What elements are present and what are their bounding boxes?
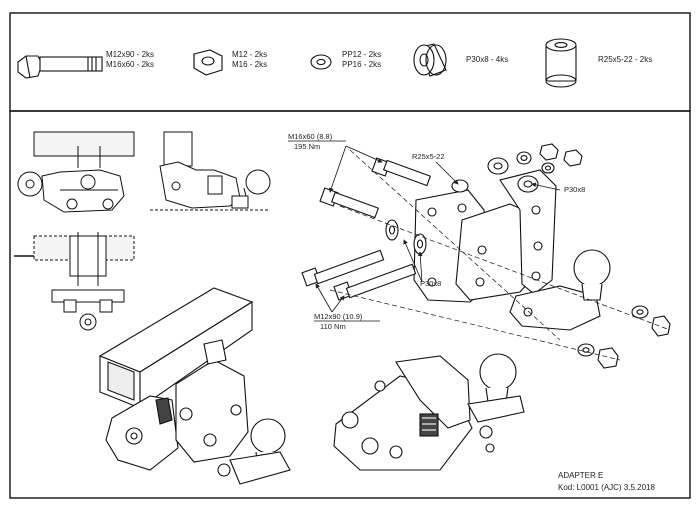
part-spacer-p30-line1: P30x8 - 4ks (466, 55, 508, 64)
svg-text:R25x5-22: R25x5-22 (412, 152, 445, 161)
bolt-icon (17, 55, 103, 79)
isometric-bracket-view (333, 353, 525, 471)
svg-text:M12 - 2ks: M12 - 2ks (232, 50, 267, 59)
callout-spacer-p30-right: P30x8 (564, 185, 585, 194)
plan-view (14, 232, 135, 331)
svg-text:M12x90 - 2ks: M12x90 - 2ks (106, 50, 154, 59)
part-spacer-r25-line1: R25x5-22 - 2ks (598, 55, 652, 64)
svg-text:R25x5-22 - 2ks: R25x5-22 - 2ks (598, 55, 652, 64)
svg-text:195 Nm: 195 Nm (294, 142, 320, 151)
footer-code: Kod: L0001 (AJC) 3.5.2018 (558, 483, 656, 492)
svg-text:M16 - 2ks: M16 - 2ks (232, 60, 267, 69)
svg-text:P30x8: P30x8 (564, 185, 585, 194)
svg-text:110 Nm: 110 Nm (320, 322, 346, 331)
svg-text:PP16 - 2ks: PP16 - 2ks (342, 60, 381, 69)
svg-text:PP12 - 2ks: PP12 - 2ks (342, 50, 381, 59)
callout-spacer-r25: R25x5-22 (412, 152, 445, 161)
svg-text:M16x60 (8.8): M16x60 (8.8) (288, 132, 333, 141)
part-nut-line2: M16 - 2ks (232, 60, 267, 69)
footer-title: ADAPTER E (558, 471, 603, 480)
callout-torque-bottom: 110 Nm (320, 322, 346, 331)
part-washer-line1: PP12 - 2ks (342, 50, 381, 59)
svg-text:Kod: L0001 (AJC) 3.5.2018: Kod: L0001 (AJC) 3.5.2018 (558, 483, 656, 492)
callout-spacer-p30-mid: P30x8 (420, 279, 441, 288)
svg-text:ADAPTER E: ADAPTER E (558, 471, 603, 480)
side-view-top (17, 131, 135, 213)
spacer-p30-icon (413, 43, 447, 77)
spacer-r25-icon (545, 38, 577, 88)
svg-text:P30x8 - 4ks: P30x8 - 4ks (466, 55, 508, 64)
part-bolt-line1: M12x90 - 2ks (106, 50, 154, 59)
callout-bolt-top: M16x60 (8.8) (288, 132, 333, 141)
callout-bolt-bottom: M12x90 (10.9) (314, 312, 363, 321)
part-nut-line1: M12 - 2ks (232, 50, 267, 59)
callout-torque-top: 195 Nm (294, 142, 320, 151)
washer-icon (310, 54, 332, 70)
side-view-right (150, 131, 271, 211)
drawing-frame (9, 110, 691, 499)
nut-icon (193, 49, 223, 76)
svg-text:M12x90 (10.9): M12x90 (10.9) (314, 312, 363, 321)
part-washer-line2: PP16 - 2ks (342, 60, 381, 69)
exploded-view (301, 143, 671, 369)
svg-text:M16x60 - 2ks: M16x60 - 2ks (106, 60, 154, 69)
svg-text:P30x8: P30x8 (420, 279, 441, 288)
part-bolt-line2: M16x60 - 2ks (106, 60, 154, 69)
isometric-mounted-view (98, 287, 291, 485)
